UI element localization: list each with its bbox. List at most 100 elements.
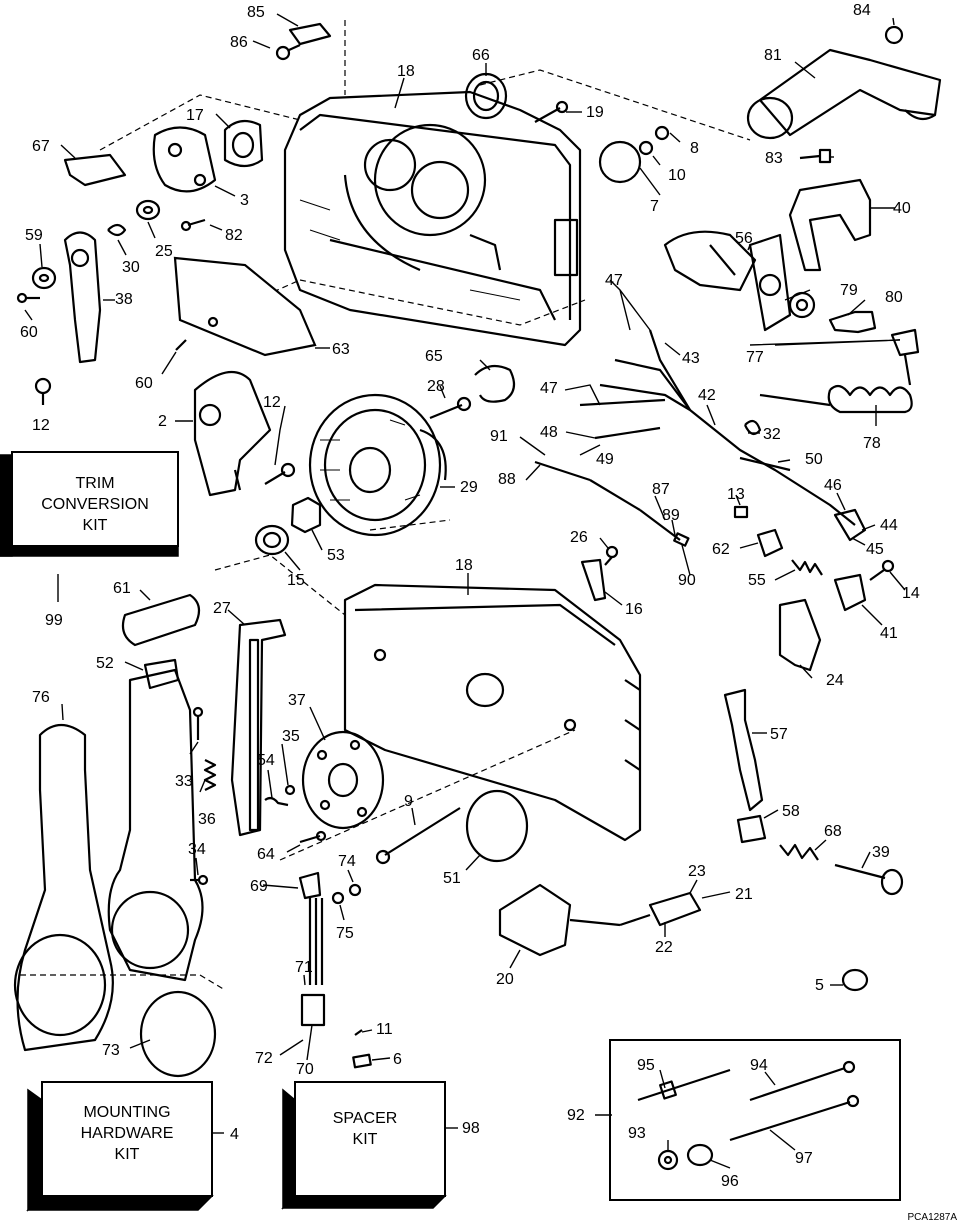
callout-26: 26: [570, 529, 588, 546]
part-60b-screw: [175, 339, 187, 351]
part-40-bracket: [788, 178, 872, 272]
part-5-clip: [841, 968, 869, 992]
callout-54: 54: [257, 752, 275, 769]
part-3-cam: [152, 126, 217, 193]
callout-8: 8: [690, 140, 699, 157]
part-42-harness: [689, 409, 867, 542]
callout-49: 49: [596, 451, 614, 468]
part-12b-screw: [264, 462, 296, 485]
callout-81: 81: [764, 47, 782, 64]
part-27-slide: [230, 618, 287, 837]
part-key-switch: [663, 230, 757, 292]
callout-23: 23: [688, 863, 706, 880]
part-11-screw: [354, 1029, 363, 1036]
callout-75: 75: [336, 925, 354, 942]
callout-98: 98: [462, 1120, 480, 1137]
callout-7: 7: [650, 198, 659, 215]
part-9-bolt: [375, 807, 461, 865]
part-69-connector: [298, 871, 322, 900]
callout-96: 96: [721, 1173, 739, 1190]
callout-65: 65: [425, 348, 443, 365]
part-main-housing-18: [283, 90, 582, 347]
callout-36: 36: [198, 811, 216, 828]
part-17-plate: [223, 119, 264, 168]
part-87-wire: [639, 509, 681, 541]
part-24-plate: [778, 598, 822, 672]
part-35-screw: [284, 784, 296, 796]
part-74-nut: [348, 883, 362, 897]
part-81-arm: [746, 48, 942, 140]
spacer-kit-line2: KIT: [353, 1131, 378, 1148]
part-56-bracket: [748, 233, 792, 332]
part-37-gear: [301, 730, 385, 830]
part-64-screw: [299, 830, 327, 844]
callout-29: 29: [460, 479, 478, 496]
callout-73: 73: [102, 1042, 120, 1059]
mounting-kit-line3: KIT: [115, 1146, 140, 1163]
callout-57: 57: [770, 726, 788, 743]
part-2-bracket: [193, 370, 272, 497]
callout-41: 41: [880, 625, 898, 642]
callout-6: 6: [393, 1051, 402, 1068]
callout-93: 93: [628, 1125, 646, 1142]
kit-labels: TRIM CONVERSION KIT MOUNTING HARDWARE KI…: [41, 475, 397, 1163]
spacer-kit-box: [281, 1081, 447, 1210]
callout-97: 97: [795, 1150, 813, 1167]
part-connector-21-23: [648, 891, 702, 927]
callout-94: 94: [750, 1057, 768, 1074]
part-71-harness: [308, 898, 324, 985]
callout-50: 50: [805, 451, 823, 468]
mounting-kit-line2: HARDWARE: [81, 1125, 174, 1142]
callout-59: 59: [25, 227, 43, 244]
part-30-clip: [107, 223, 127, 237]
part-53-retainer: [290, 496, 322, 534]
callout-3: 3: [240, 192, 249, 209]
part-29-drum: [308, 393, 447, 537]
part-57-lever: [723, 688, 764, 812]
callout-76: 76: [32, 689, 50, 706]
part-55-spring: [791, 559, 823, 576]
trim-kit-line2: CONVERSION: [41, 496, 149, 513]
part-41-block: [833, 573, 867, 612]
callout-70: 70: [296, 1061, 314, 1078]
callout-62: 62: [712, 541, 730, 558]
callout-9: 9: [404, 793, 413, 810]
part-20-module: [498, 883, 621, 957]
callout-67: 67: [32, 138, 50, 155]
bolt-kit-box: [609, 1039, 901, 1201]
part-15-bearing: [254, 524, 290, 556]
callout-44: 44: [880, 517, 898, 534]
mounting-hardware-kit-box: [26, 1081, 214, 1212]
part-93-washer: [657, 1149, 679, 1171]
part-58-block: [736, 814, 767, 844]
callout-48: 48: [540, 424, 558, 441]
callout-69: 69: [250, 878, 268, 895]
part-75-washer: [331, 891, 345, 905]
part-60a-screw: [16, 292, 40, 304]
callout-2: 2: [158, 413, 167, 430]
callout-77: 77: [746, 349, 764, 366]
callout-78: 78: [863, 435, 881, 452]
part-72-plug: [300, 993, 326, 1027]
part-51-disc: [465, 789, 529, 863]
callout-18: 18: [397, 63, 415, 80]
spacer-kit-line1: SPACER: [333, 1110, 398, 1127]
part-33-screw: [192, 706, 204, 740]
part-54-clip: [264, 796, 289, 807]
callout-45: 45: [866, 541, 884, 558]
callout-90: 90: [678, 572, 696, 589]
part-86-screw: [275, 43, 301, 61]
part-73-seal: [139, 990, 217, 1078]
part-19-screw: [534, 100, 569, 123]
part-95-bolt: [637, 1068, 731, 1102]
callout-64: 64: [257, 846, 275, 863]
part-61-cylinder: [121, 593, 201, 647]
callout-33: 33: [175, 773, 193, 790]
callout-5: 5: [815, 977, 824, 994]
part-6-pin: [352, 1053, 372, 1069]
callout-20: 20: [496, 971, 514, 988]
callout-21: 21: [735, 886, 753, 903]
part-63-plate: [173, 256, 317, 357]
callout-71: 71: [295, 959, 313, 976]
part-8-washer: [654, 125, 670, 141]
